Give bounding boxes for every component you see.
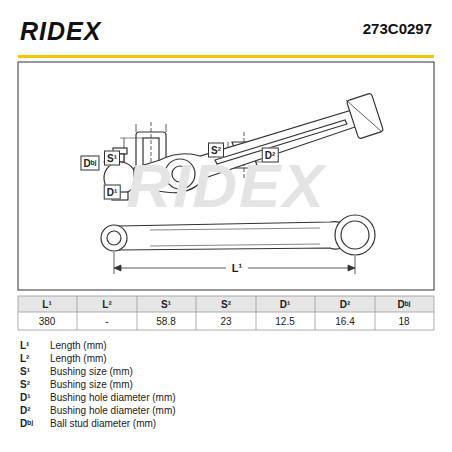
table-header: S² [221, 299, 231, 310]
legend-key: S¹ [20, 366, 30, 377]
legend-key: L² [20, 353, 29, 364]
legend-text: Length (mm) [50, 340, 107, 351]
legend-text: Bushing size (mm) [50, 379, 133, 390]
dimension-label: D¹ [104, 185, 121, 200]
legend-text: Length (mm) [50, 353, 107, 364]
legend-key: L¹ [20, 340, 29, 351]
table-header: L² [102, 299, 111, 310]
dimension-label: L¹ [230, 262, 244, 274]
legend-key: S² [20, 379, 30, 390]
dimension-label: S¹ [104, 151, 120, 166]
table-cell: 12.5 [275, 316, 294, 327]
table-cell: 58.8 [156, 316, 175, 327]
legend-text: Bushing size (mm) [50, 366, 133, 377]
table-header: Dᵇʲ [397, 299, 410, 310]
legend-key: Dᵇʲ [20, 418, 33, 429]
table-cell: 18 [398, 316, 409, 327]
brand-logo: RIDEX [20, 18, 101, 46]
table-cell: 23 [220, 316, 231, 327]
legend-text: Bushing hole diameter (mm) [50, 405, 176, 416]
part-number: 273C0297 [363, 21, 432, 38]
legend-text: Ball stud diameter (mm) [50, 418, 156, 429]
legend-key: D¹ [20, 392, 31, 403]
table-cell: 380 [39, 316, 56, 327]
table-cell: 16.4 [335, 316, 354, 327]
legend-text: Bushing hole diameter (mm) [50, 392, 176, 403]
table-header: D² [340, 299, 351, 310]
table-header: L¹ [42, 299, 51, 310]
dimension-label: Dᵇʲ [80, 156, 99, 171]
legend-key: D² [20, 405, 31, 416]
table-header: D¹ [280, 299, 291, 310]
table-header: S¹ [161, 299, 171, 310]
watermark: RIDEX [126, 152, 325, 220]
table-cell: - [105, 316, 108, 327]
